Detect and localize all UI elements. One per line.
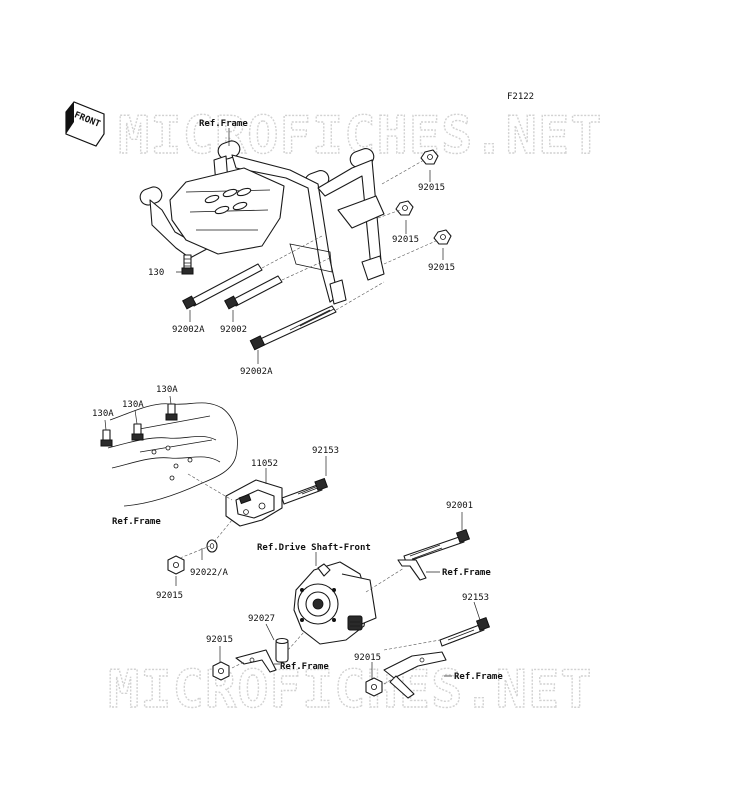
label-130A-c: 130A bbox=[156, 385, 178, 395]
label-130A-a: 130A bbox=[92, 409, 114, 419]
label-11052: 11052 bbox=[251, 459, 278, 469]
nut-92015-b bbox=[395, 200, 414, 216]
label-92015-a: 92015 bbox=[418, 183, 445, 193]
nut-92015-c bbox=[433, 229, 452, 245]
nut-92015-d bbox=[167, 555, 185, 575]
ref-frame-right: Ref.Frame bbox=[454, 672, 503, 682]
label-92153-a: 92153 bbox=[312, 446, 339, 456]
engine-mount-frame bbox=[139, 140, 385, 305]
bracket-frame-low bbox=[235, 649, 277, 673]
ref-frame-top: Ref.Frame bbox=[199, 119, 248, 129]
label-92002A-a: 92002A bbox=[172, 325, 205, 335]
bolt-92002 bbox=[224, 275, 283, 310]
bolt-130A-c bbox=[165, 403, 178, 421]
bolt-92002A-a bbox=[182, 263, 263, 310]
ref-drive-shaft-front: Ref.Drive Shaft-Front bbox=[257, 542, 371, 553]
label-92002A-b: 92002A bbox=[240, 367, 273, 377]
bolt-92001 bbox=[403, 528, 471, 563]
bolt-130A-a bbox=[100, 429, 113, 447]
ref-frame-mid: Ref.Frame bbox=[442, 568, 491, 578]
label-92015-e: 92015 bbox=[206, 635, 233, 645]
ref-frame-low: Ref.Frame bbox=[280, 662, 329, 672]
frame-section-left bbox=[107, 402, 238, 507]
collar-92027 bbox=[275, 637, 289, 663]
watermark-top: MICROFICHES.NET bbox=[118, 106, 603, 166]
figure-code: F2122 bbox=[507, 92, 534, 102]
bracket-frame-lower-right bbox=[383, 651, 447, 699]
front-final-drive bbox=[293, 561, 377, 645]
bolt-130A-b bbox=[131, 423, 144, 441]
nut-92015-a bbox=[420, 149, 439, 165]
label-92022A: 92022/A bbox=[190, 568, 229, 578]
bracket-frame-right bbox=[397, 559, 427, 581]
label-130A-b: 130A bbox=[122, 400, 144, 410]
label-92015-d: 92015 bbox=[156, 591, 183, 601]
label-92001: 92001 bbox=[446, 501, 473, 511]
label-130: 130 bbox=[148, 268, 164, 278]
label-92015-b: 92015 bbox=[392, 235, 419, 245]
bolt-92153-b bbox=[439, 616, 491, 647]
label-92153-b: 92153 bbox=[462, 593, 489, 603]
engine-bracket-11052 bbox=[225, 479, 283, 527]
bolt-130 bbox=[181, 254, 194, 275]
ref-frame-left: Ref.Frame bbox=[112, 517, 161, 527]
label-92015-c: 92015 bbox=[428, 263, 455, 273]
nut-92015-e bbox=[212, 661, 230, 681]
bolt-92153-a bbox=[281, 477, 329, 505]
label-92027: 92027 bbox=[248, 614, 275, 624]
nut-92015-f bbox=[365, 677, 383, 697]
front-arrow-icon: FRONT bbox=[65, 101, 105, 147]
washer-92022A bbox=[206, 539, 218, 553]
label-92002: 92002 bbox=[220, 325, 247, 335]
label-92015-f: 92015 bbox=[354, 653, 381, 663]
watermark-bottom: MICROFICHES.NET bbox=[108, 660, 593, 720]
bolt-92002A-b bbox=[249, 305, 337, 351]
